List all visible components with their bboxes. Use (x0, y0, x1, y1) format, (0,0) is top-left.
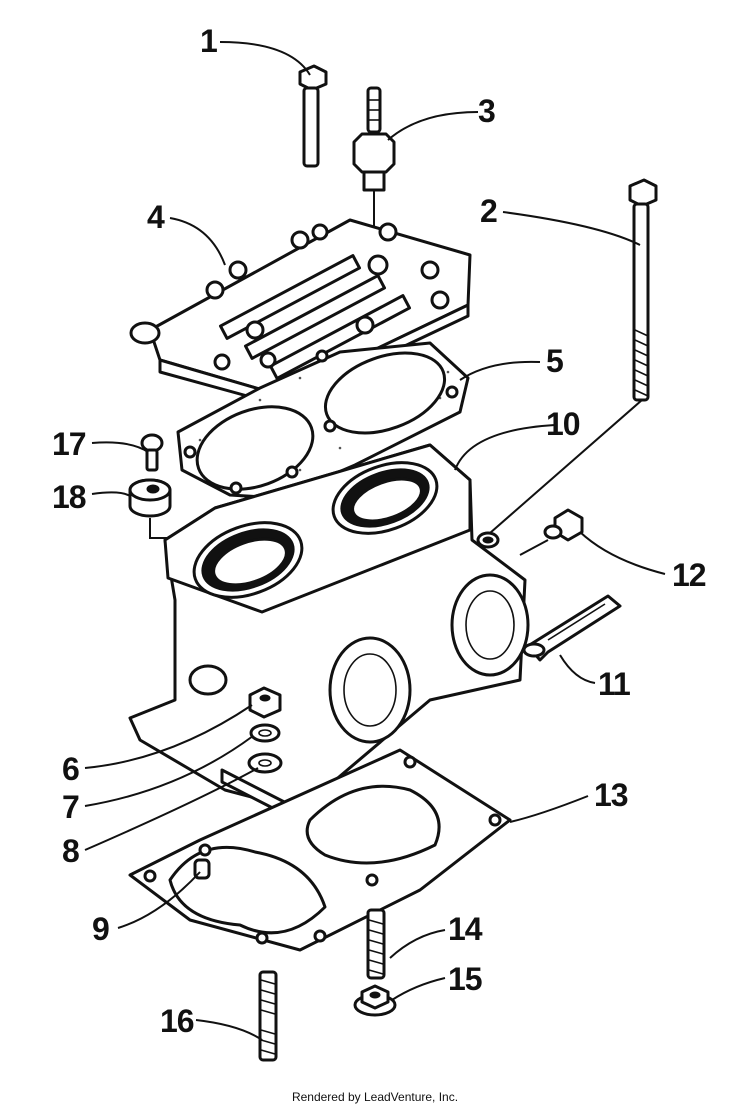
callout-5: 5 (546, 343, 563, 379)
leader-lines (84, 41, 666, 1041)
callout-2: 2 (480, 193, 497, 229)
callout-4: 4 (147, 199, 165, 235)
callout-10: 10 (546, 406, 580, 442)
part-7-lock-washer (249, 723, 281, 743)
callout-17: 17 (52, 426, 86, 462)
callout-13: 13 (594, 777, 628, 813)
callout-labels: 1 2 3 4 5 10 17 18 12 11 6 7 8 13 9 14 1… (52, 23, 707, 1039)
callout-7: 7 (62, 789, 79, 825)
callout-14: 14 (448, 911, 483, 947)
callout-3: 3 (478, 93, 495, 129)
callout-8: 8 (62, 833, 79, 869)
part-12-fitting (519, 508, 584, 556)
callout-1: 1 (200, 23, 217, 59)
part-11-bracket (522, 594, 622, 662)
part-16-stud (258, 970, 278, 1062)
part-1-head-bolt (298, 64, 328, 168)
part-14-stud (366, 908, 386, 980)
callout-11: 11 (598, 666, 630, 702)
part-15-flange-nut (353, 984, 397, 1017)
part-3-spark-plug (352, 86, 396, 262)
callout-12: 12 (672, 557, 706, 593)
part-6-nut (248, 686, 282, 719)
part-17-small-screw (140, 433, 164, 472)
part-5-head-gasket (176, 341, 470, 500)
callout-9: 9 (92, 911, 109, 947)
part-2-long-bolt (628, 178, 658, 402)
callout-18: 18 (52, 479, 86, 515)
footer-credit: Rendered by LeadVenture, Inc. (291, 1090, 459, 1104)
callout-6: 6 (62, 751, 79, 787)
callout-16: 16 (160, 1003, 194, 1039)
callout-15: 15 (448, 961, 482, 997)
